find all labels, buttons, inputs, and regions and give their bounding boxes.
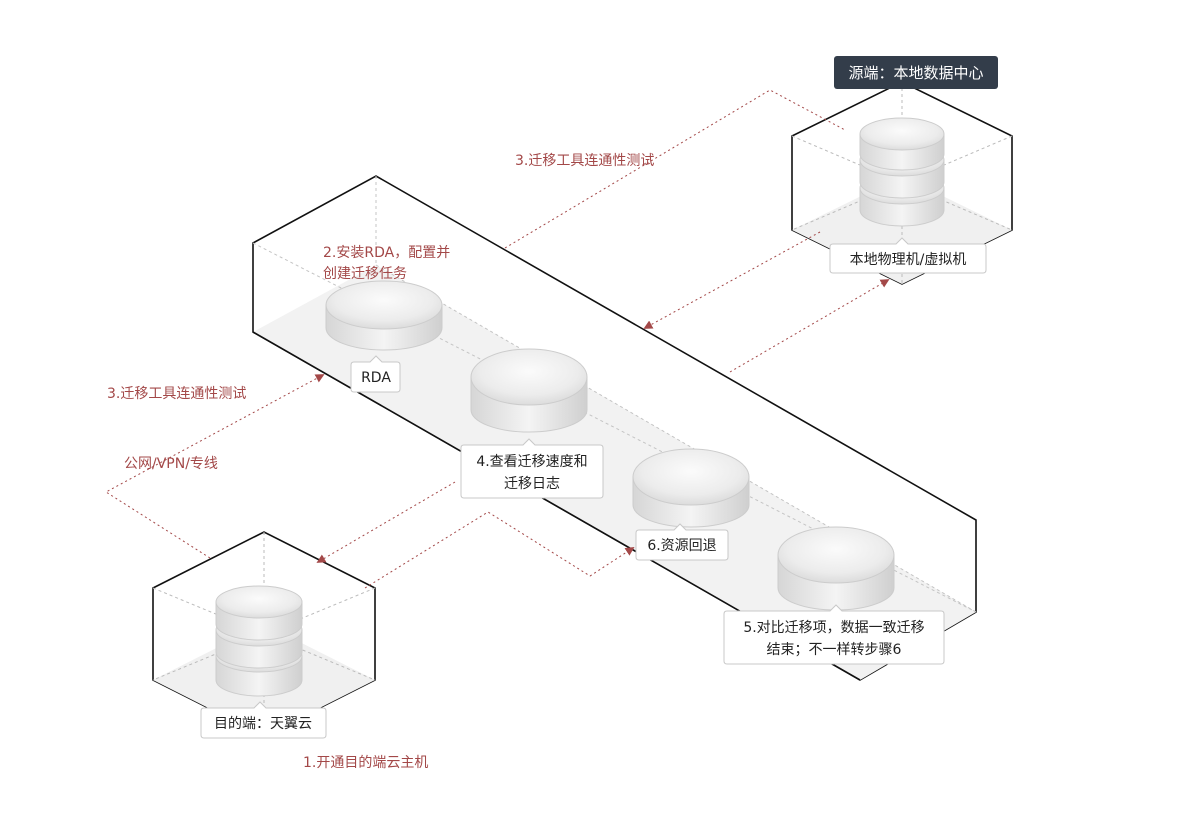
source-server-label: 本地物理机/虚拟机 xyxy=(829,237,987,274)
source-server-icon xyxy=(859,117,945,227)
step-test-top: 3.迁移工具连通性测试 xyxy=(515,153,654,169)
flow-platform-to-source xyxy=(729,279,890,373)
flow-target-to-rollback xyxy=(364,511,635,589)
svg-text:6.资源回退: 6.资源回退 xyxy=(647,538,716,554)
svg-text:结束；不一样转步骤6: 结束；不一样转步骤6 xyxy=(767,642,902,658)
step-network: 公网/VPN/专线 xyxy=(124,456,218,472)
source-header-text: 源端：本地数据中心 xyxy=(848,64,983,82)
flow-source-to-platform xyxy=(643,231,821,329)
speed-log-disk-icon xyxy=(470,348,588,433)
step-open-host: 1.开通目的端云主机 xyxy=(303,755,428,771)
flow-speed-to-target xyxy=(316,481,456,563)
svg-text:5.对比迁移项，数据一致迁移: 5.对比迁移项，数据一致迁移 xyxy=(743,620,924,636)
rollback-disk-icon xyxy=(632,448,750,528)
step-install-line1: 2.安装RDA，配置并 xyxy=(323,245,450,261)
svg-text:目的端：天翼云: 目的端：天翼云 xyxy=(214,716,312,732)
flow-target-to-rda xyxy=(105,374,325,559)
step-install-line2: 创建迁移任务 xyxy=(323,266,407,282)
source-header: 源端：本地数据中心 xyxy=(834,56,998,89)
svg-text:本地物理机/虚拟机: 本地物理机/虚拟机 xyxy=(850,252,967,268)
svg-text:RDA: RDA xyxy=(361,370,391,386)
node-speed-log: 4.查看迁移速度和 迁移日志 xyxy=(460,438,604,499)
target-server-label: 目的端：天翼云 xyxy=(200,701,327,739)
flow-lines xyxy=(105,89,890,589)
node-compare: 5.对比迁移项，数据一致迁移 结束；不一样转步骤6 xyxy=(723,604,945,665)
node-rollback: 6.资源回退 xyxy=(635,523,729,561)
step-test-left: 3.迁移工具连通性测试 xyxy=(107,386,246,402)
rda-label: RDA xyxy=(350,355,401,393)
compare-disk-icon xyxy=(777,526,895,611)
target-server-icon xyxy=(215,585,303,697)
flow-rda-to-source xyxy=(504,89,846,249)
svg-text:4.查看迁移速度和: 4.查看迁移速度和 xyxy=(476,454,587,470)
svg-text:迁移日志: 迁移日志 xyxy=(504,476,560,492)
rda-disk-icon xyxy=(325,280,443,351)
